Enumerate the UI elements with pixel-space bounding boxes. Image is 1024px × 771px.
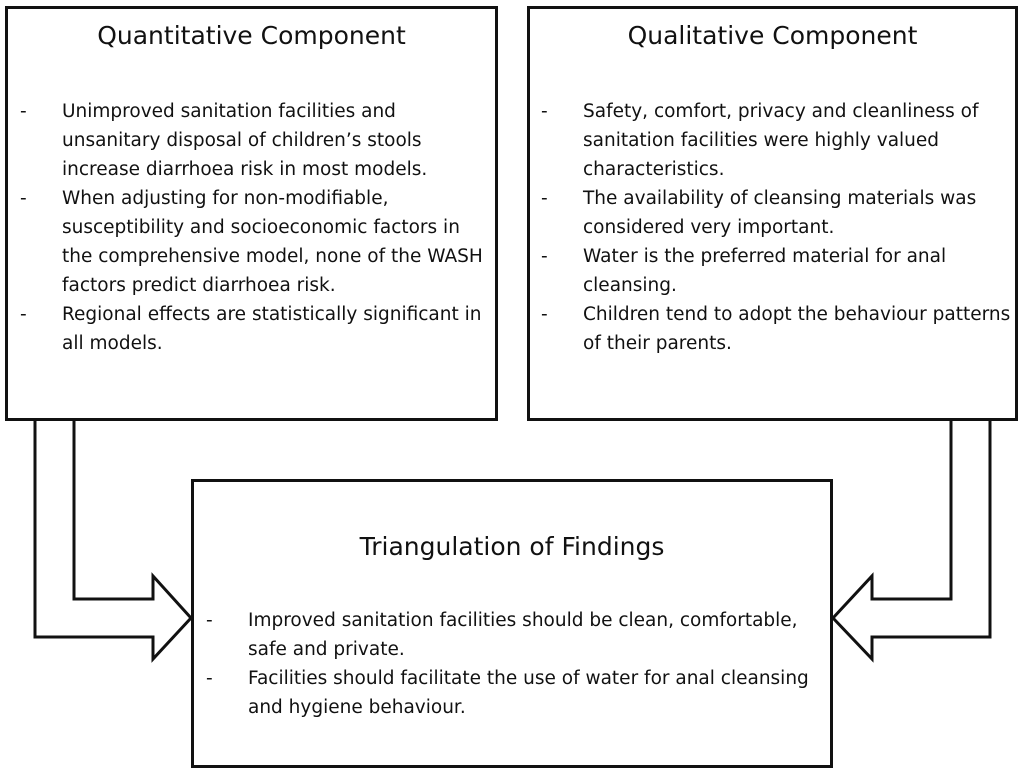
right-arrow <box>830 420 992 663</box>
triangulation-findings-list: Improved sanitation facilities should be… <box>206 606 816 722</box>
quantitative-finding: Regional effects are statistically signi… <box>20 300 490 358</box>
qualitative-findings-list: Safety, comfort, privacy and cleanliness… <box>541 97 1011 358</box>
qualitative-finding: The availability of cleansing materials … <box>541 184 1011 242</box>
quantitative-component-title: Quantitative Component <box>97 21 406 50</box>
quantitative-finding: When adjusting for non-modifiable, susce… <box>20 184 490 300</box>
qualitative-component-box: Qualitative Component Safety, comfort, p… <box>527 6 1018 421</box>
triangulation-title: Triangulation of Findings <box>359 532 665 561</box>
quantitative-findings-list: Unimproved sanitation facilities and uns… <box>20 97 490 358</box>
triangulation-box: Triangulation of Findings Improved sanit… <box>191 479 833 768</box>
triangulation-finding: Facilities should facilitate the use of … <box>206 664 816 722</box>
qualitative-finding: Safety, comfort, privacy and cleanliness… <box>541 97 1011 184</box>
qualitative-finding: Water is the preferred material for anal… <box>541 242 1011 300</box>
quantitative-component-box: Quantitative Component Unimproved sanita… <box>5 6 498 421</box>
qualitative-finding: Children tend to adopt the behaviour pat… <box>541 300 1011 358</box>
triangulation-finding: Improved sanitation facilities should be… <box>206 606 816 664</box>
left-arrow <box>33 420 194 663</box>
qualitative-component-title: Qualitative Component <box>627 21 918 50</box>
quantitative-finding: Unimproved sanitation facilities and uns… <box>20 97 490 184</box>
